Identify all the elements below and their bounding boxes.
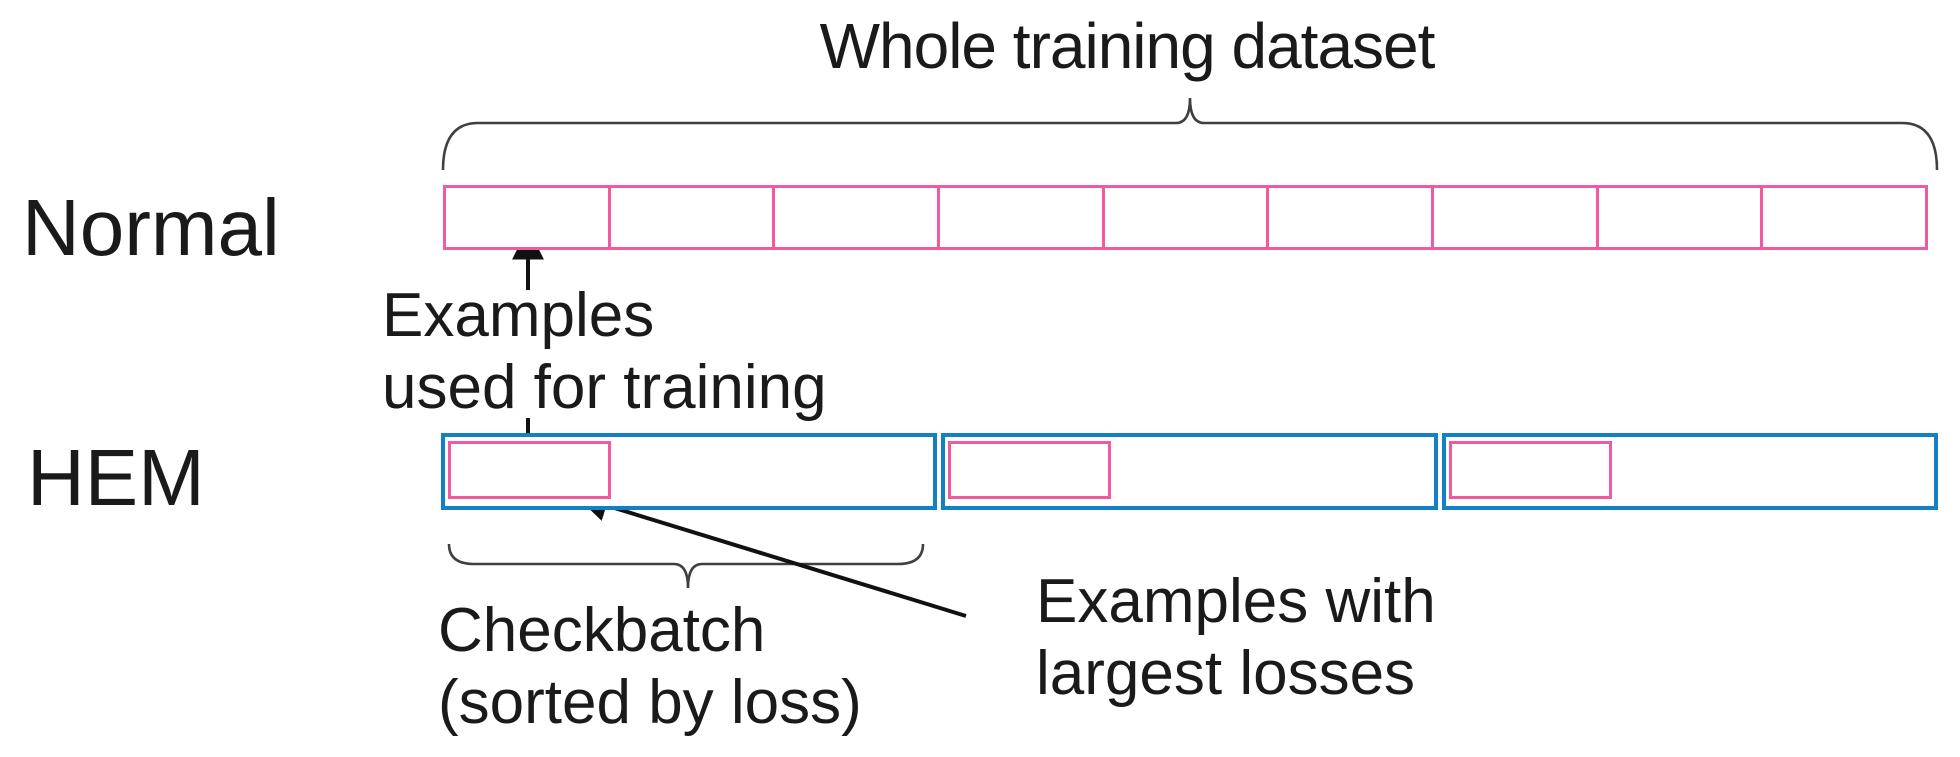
selected-hard-examples-box	[1448, 441, 1612, 499]
hem-row-label: HEM	[27, 433, 205, 522]
minibatch-cell	[1269, 188, 1435, 247]
minibatch-cell	[940, 188, 1105, 247]
checkbatch-line2: (sorted by loss)	[438, 668, 862, 737]
minibatch-cell	[1434, 188, 1599, 247]
checkbatch-line1: Checkbatch	[438, 596, 766, 665]
minibatch-cell	[1763, 188, 1925, 247]
largest-losses-line1: Examples with	[1036, 567, 1436, 636]
checkbatch-group	[941, 433, 1438, 510]
selected-hard-examples-box	[448, 441, 611, 499]
normal-row-label: Normal	[22, 183, 280, 272]
largest-losses-annotation: Examples with largest losses	[1036, 566, 1436, 710]
checkbatch-annotation: Checkbatch (sorted by loss)	[438, 595, 862, 739]
minibatch-cell	[611, 188, 776, 247]
checkbatch-brace	[447, 543, 925, 589]
hem-dataset-bar	[441, 433, 1938, 510]
largest-losses-line2: largest losses	[1036, 639, 1416, 708]
examples-used-line2: used for training	[382, 353, 827, 422]
minibatch-cell	[1599, 188, 1764, 247]
normal-dataset-bar	[443, 185, 1928, 250]
checkbatch-group	[441, 433, 938, 510]
examples-used-line1: Examples	[382, 281, 655, 350]
selected-hard-examples-box	[948, 441, 1112, 499]
whole-dataset-brace	[441, 97, 1939, 171]
minibatch-cell	[775, 188, 941, 247]
examples-used-annotation: Examples used for training	[382, 280, 827, 424]
minibatch-cell	[1105, 188, 1270, 247]
minibatch-cell	[446, 188, 611, 247]
checkbatch-group	[1441, 433, 1938, 510]
diagram-title: Whole training dataset	[819, 10, 1436, 82]
